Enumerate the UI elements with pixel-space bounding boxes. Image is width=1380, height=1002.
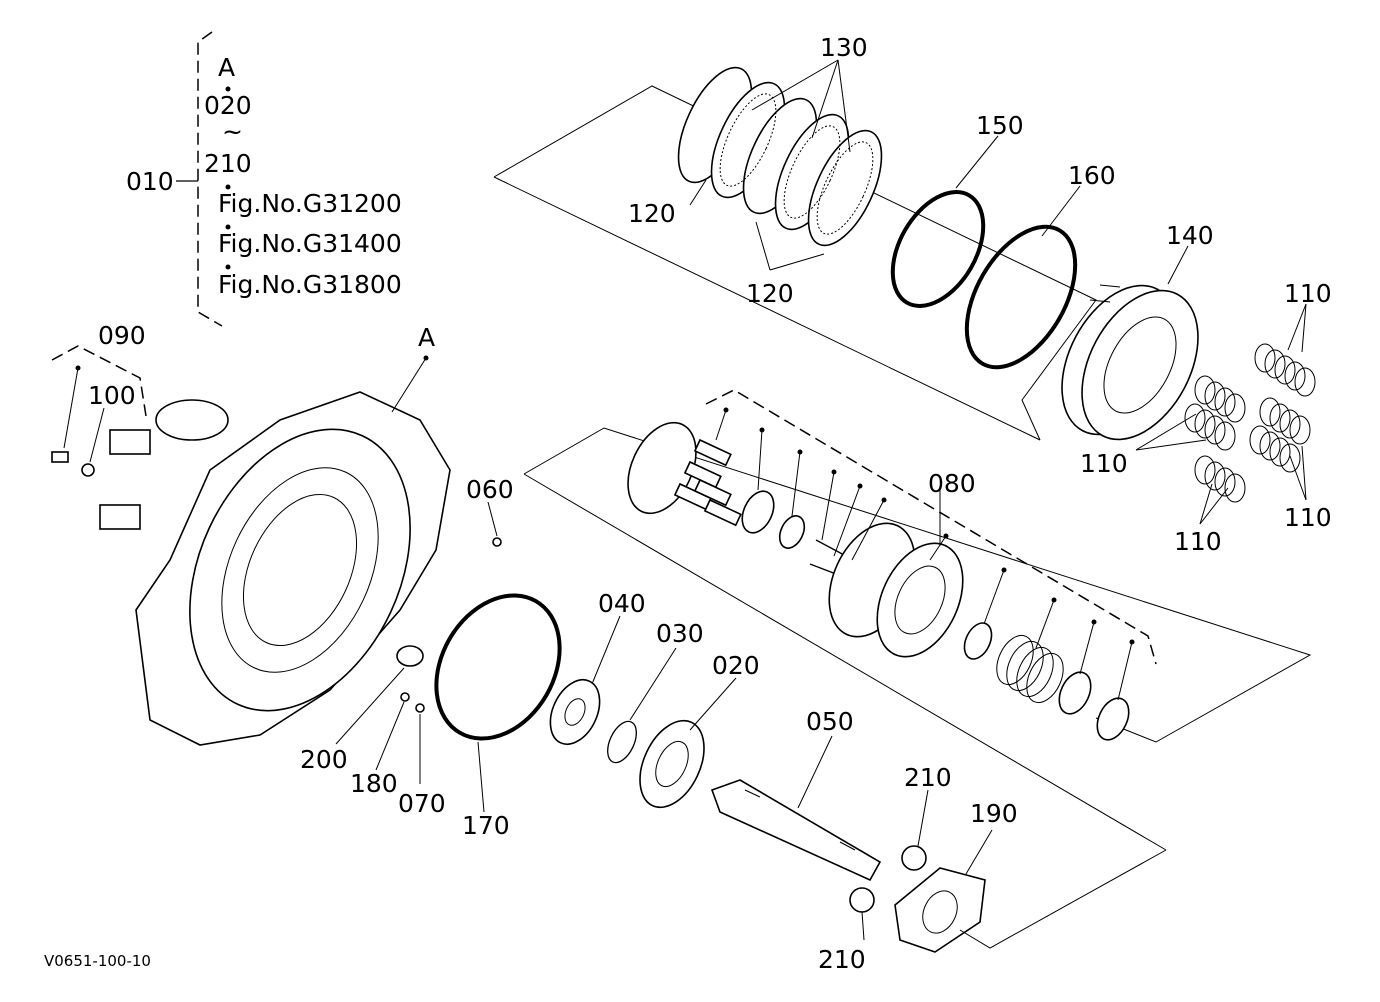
pin — [815, 539, 847, 557]
range-end: 210 — [204, 149, 252, 178]
callout-170: 170 — [462, 811, 510, 840]
clutch-frame-edge — [493, 176, 1041, 441]
fig-ref-3: Fig.No.G31800 — [218, 270, 402, 299]
cylinder-block — [627, 421, 742, 527]
callout-080: 080 — [928, 469, 976, 498]
o-ring-170 — [434, 593, 562, 741]
snap-ring — [1096, 697, 1130, 741]
leader-lines — [63, 59, 1307, 941]
clutch-piston-140 — [1061, 284, 1199, 441]
callout-200: 200 — [300, 745, 348, 774]
spring-coil — [996, 634, 1064, 704]
plug-200 — [396, 645, 424, 667]
range-separator: ~ — [222, 117, 243, 146]
callout-160: 160 — [1068, 161, 1116, 190]
callout-060: 060 — [466, 475, 514, 504]
callout-110-top-right: 110 — [1284, 279, 1332, 308]
callout-180: 180 — [350, 769, 398, 798]
clutch-pack-frame — [493, 85, 1097, 441]
callout-070: 070 — [398, 789, 446, 818]
bullet-dot — [225, 184, 231, 190]
bolt-090 — [51, 451, 69, 463]
clutch-plates — [677, 66, 883, 247]
bearing-040 — [549, 679, 601, 745]
ball-210-lower — [849, 887, 875, 913]
bearing-020 — [639, 719, 705, 809]
fig-ref-2: Fig.No.G31400 — [218, 229, 402, 258]
o-ring-160 — [964, 224, 1078, 370]
o-ring-100 — [81, 463, 95, 477]
group-bracket — [176, 31, 223, 327]
callout-210-upper: 210 — [904, 763, 952, 792]
bullet-dot — [225, 264, 231, 270]
callout-120-top: 120 — [628, 199, 676, 228]
callout-120-bottom: 120 — [746, 279, 794, 308]
bolt-090-dashed-bracket — [51, 345, 147, 417]
bullet-dot — [225, 86, 231, 92]
callout-090: 090 — [98, 321, 146, 350]
ball-210-upper — [901, 845, 927, 871]
callout-110-bottom-right: 110 — [1284, 503, 1332, 532]
range-start: 020 — [204, 91, 252, 120]
callout-140: 140 — [1166, 221, 1214, 250]
pin — [809, 563, 837, 575]
callout-150: 150 — [976, 111, 1024, 140]
housing-ref-letter: A — [418, 323, 435, 352]
callout-190: 190 — [970, 799, 1018, 828]
bullet-dot — [225, 224, 231, 230]
middle-assembly-frame — [523, 427, 1312, 743]
fig-ref-1: Fig.No.G31200 — [218, 189, 402, 218]
spring-seat — [1058, 671, 1092, 715]
cam-plate-190 — [894, 867, 986, 953]
assembly-080-dashed-bracket — [705, 389, 1157, 665]
callout-040: 040 — [598, 589, 646, 618]
callout-050: 050 — [806, 707, 854, 736]
group-label-010: 010 — [126, 167, 174, 196]
callout-110-bottom: 110 — [1174, 527, 1222, 556]
callout-210-lower: 210 — [818, 945, 866, 974]
motor-housing — [99, 391, 451, 746]
o-ring-150 — [890, 190, 986, 308]
o-ring-060 — [492, 537, 502, 547]
callout-130: 130 — [820, 33, 868, 62]
group-ref-letter: A — [218, 53, 235, 82]
o-ring-070 — [415, 703, 425, 713]
pin-180 — [400, 692, 410, 702]
shaft-050 — [710, 779, 882, 882]
bearing-ring — [741, 490, 775, 534]
callout-030: 030 — [656, 619, 704, 648]
drawing-code: V0651-100-10 — [44, 952, 151, 970]
springs-110 — [1184, 343, 1316, 503]
callout-110-middle: 110 — [1080, 449, 1128, 478]
lower-assembly-frame — [959, 849, 1167, 949]
collar — [778, 515, 806, 549]
gear-barrel — [828, 522, 964, 658]
washer — [963, 622, 993, 660]
middle-frame-edge — [523, 473, 1167, 851]
snap-ring-030 — [607, 720, 637, 764]
callout-100: 100 — [88, 381, 136, 410]
callout-020: 020 — [712, 651, 760, 680]
